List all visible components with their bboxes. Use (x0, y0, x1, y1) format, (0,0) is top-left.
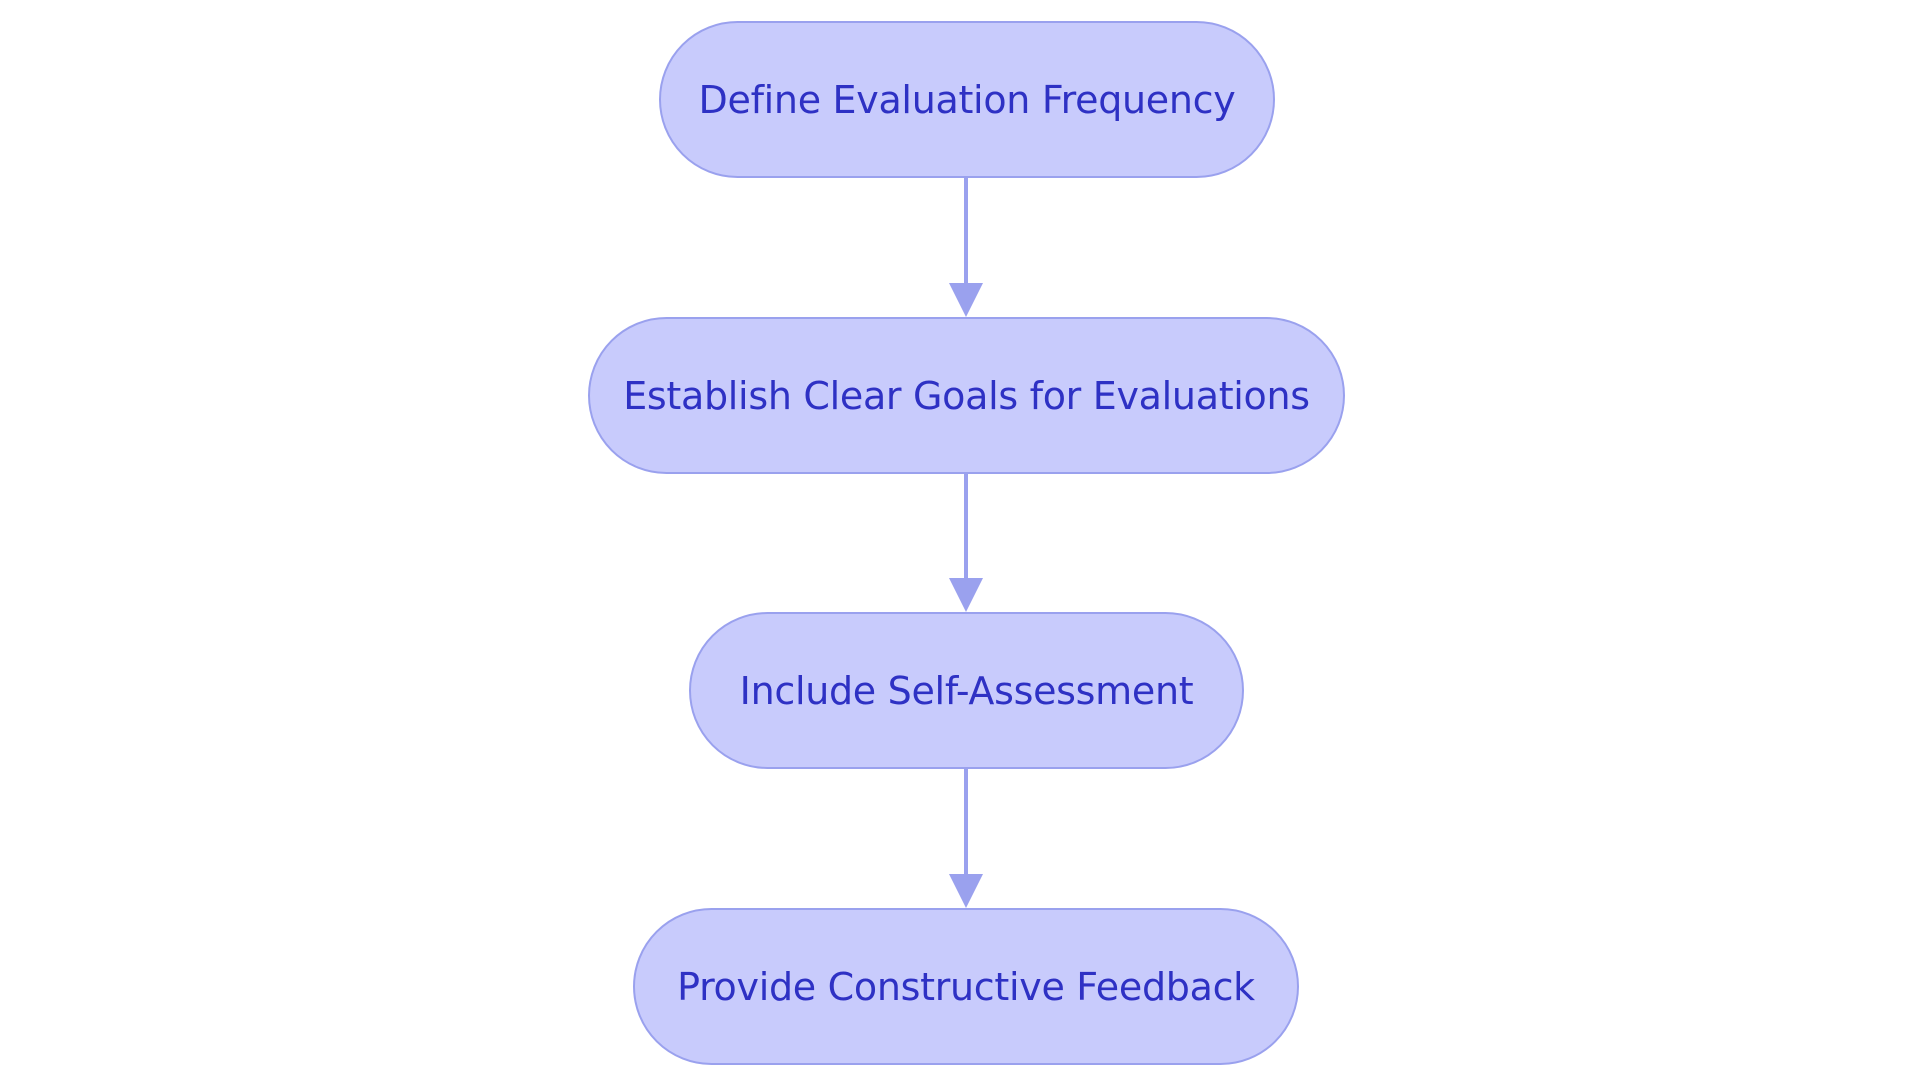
node-label: Include Self-Assessment (739, 668, 1194, 713)
edge-2-3 (949, 474, 983, 612)
node-label: Define Evaluation Frequency (698, 77, 1236, 122)
node-label: Provide Constructive Feedback (677, 964, 1255, 1009)
node-provide-constructive-feedback: Provide Constructive Feedback (633, 908, 1299, 1065)
node-define-evaluation-frequency: Define Evaluation Frequency (659, 21, 1275, 178)
node-establish-clear-goals: Establish Clear Goals for Evaluations (588, 317, 1345, 474)
edge-3-4 (949, 769, 983, 908)
node-label: Establish Clear Goals for Evaluations (623, 373, 1310, 418)
node-include-self-assessment: Include Self-Assessment (689, 612, 1244, 769)
edge-1-2 (949, 178, 983, 317)
